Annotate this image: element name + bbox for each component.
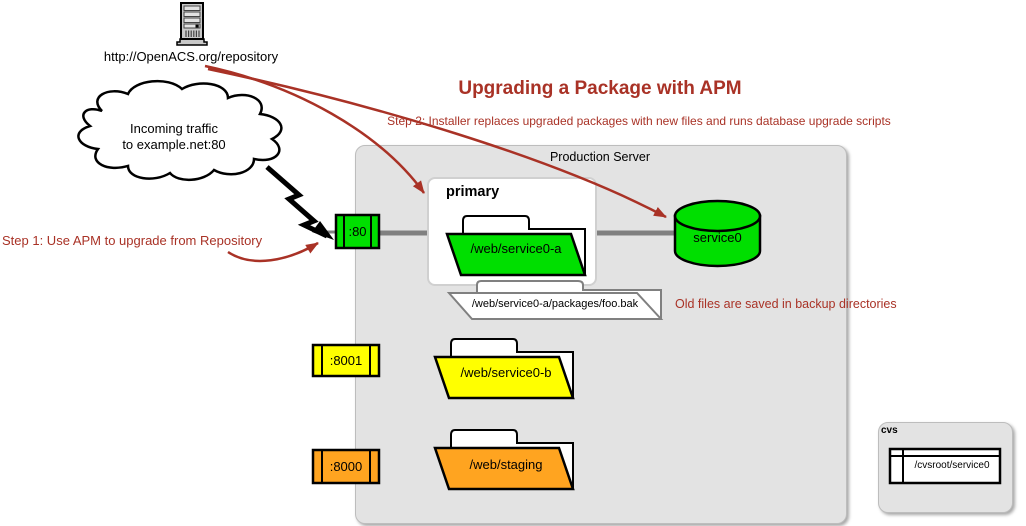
port-8000-box [311, 448, 381, 485]
cloud-shape [77, 79, 283, 181]
database-cylinder [673, 199, 762, 268]
folder-staging [433, 429, 575, 491]
arrow-repo-to-database [207, 67, 667, 219]
folder-service0-b [433, 338, 575, 400]
port-8001-box [311, 343, 381, 378]
folder-backup-note [446, 280, 664, 320]
cvs-drive-shape [888, 447, 1002, 485]
arrow-step1-to-port [227, 241, 319, 263]
server-tower-icon [176, 2, 208, 46]
lightning-bolt [265, 165, 334, 240]
folder-service0-a [445, 215, 587, 277]
port-80-box [334, 213, 381, 250]
